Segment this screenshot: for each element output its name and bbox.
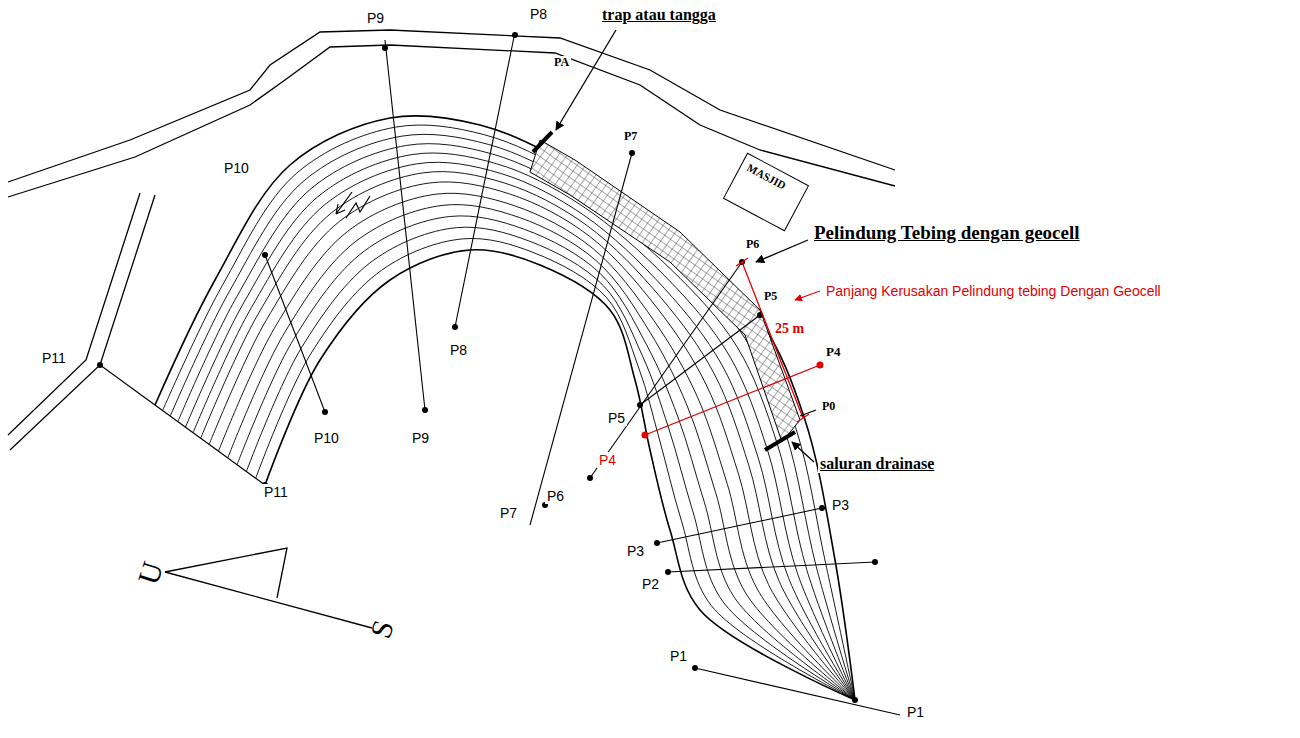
contour-line (201, 172, 855, 700)
compass-letter: S (363, 614, 402, 644)
map-label: P3 (830, 497, 851, 513)
contour-line (256, 238, 855, 700)
mosque-building: MASJID (723, 153, 809, 232)
contour-line (209, 182, 855, 700)
contour-line (170, 134, 855, 700)
map-label: P10 (222, 160, 251, 176)
map-label: P6 (545, 488, 566, 504)
map-label: P4 (597, 452, 618, 468)
map-label: P5 (762, 290, 779, 304)
map-label: Pelindung Tebing dengan geocell (812, 222, 1082, 244)
contour-line (163, 125, 855, 700)
map-label: P8 (448, 342, 469, 358)
contour-line (218, 193, 855, 700)
contour-line (246, 227, 855, 700)
contour-line (265, 250, 855, 700)
section-dots (97, 32, 878, 703)
map-label: P5 (606, 410, 627, 426)
contour-line (178, 144, 855, 700)
map-label: P9 (365, 10, 386, 26)
map-label: P2 (640, 576, 661, 592)
contour-line (155, 116, 855, 700)
leader-lines (556, 30, 816, 462)
map-label: P9 (410, 430, 431, 446)
damage-markup (645, 258, 820, 435)
map-label: trap atau tangga (600, 6, 718, 24)
map-label: P1 (668, 648, 689, 664)
map-label: Panjang Kerusakan Pelindung tebing Denga… (824, 283, 1163, 299)
cross-section-lines (100, 32, 900, 715)
building-label: MASJID (745, 161, 800, 198)
north-arrow (165, 548, 372, 628)
map-label: P4 (824, 345, 842, 360)
map-label: saluran drainase (818, 455, 936, 473)
map-label: P8 (528, 6, 549, 22)
map-label: 25 m (773, 321, 806, 337)
map-label: P11 (262, 484, 290, 500)
stair-mark (533, 132, 552, 152)
flow-arrow (336, 192, 370, 218)
map-label: P11 (40, 350, 68, 366)
map-label: P0 (820, 400, 837, 414)
bank-contours (155, 116, 855, 700)
map-label: P10 (312, 430, 341, 446)
map-label: P3 (625, 543, 646, 559)
map-label: P7 (498, 505, 519, 521)
section-dot-red (817, 362, 824, 369)
drain-mark (765, 432, 795, 450)
map-label: P7 (622, 130, 639, 144)
contour-line (193, 162, 855, 700)
contour-line (237, 216, 855, 700)
map-label: PA (552, 56, 571, 70)
map-label: P6 (744, 238, 761, 252)
section-dot-red (642, 432, 649, 439)
contour-line (228, 205, 855, 700)
map-label: P1 (905, 704, 926, 720)
contour-line (185, 153, 855, 700)
compass-letter: U (130, 556, 171, 591)
